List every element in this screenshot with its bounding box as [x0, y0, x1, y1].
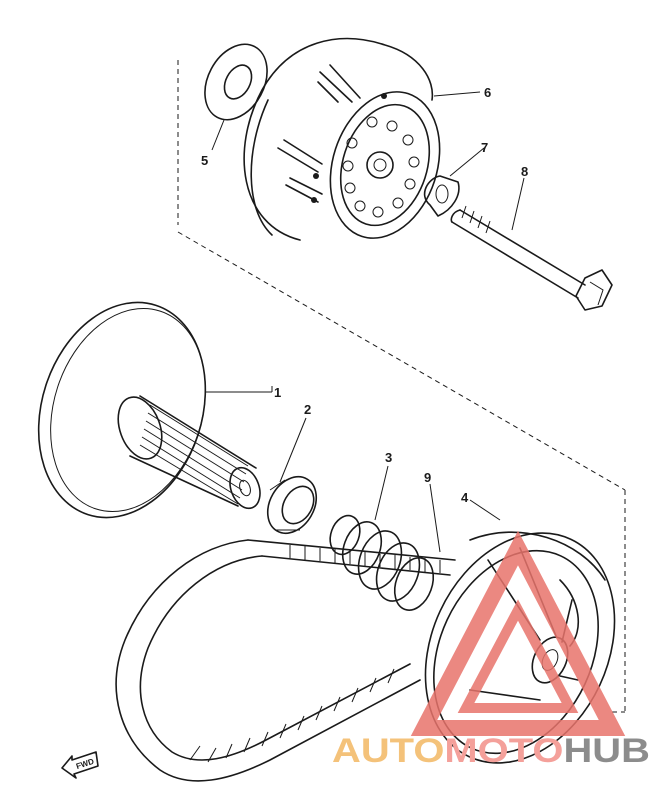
assembly-guide-lines — [177, 60, 626, 713]
callout-5: 5 — [201, 153, 208, 168]
v-belt-part — [115, 539, 456, 782]
callout-7: 7 — [481, 140, 488, 155]
leader-lines — [205, 91, 525, 553]
forward-label: FWD — [75, 757, 95, 771]
watermark-text-moto: MOTO — [444, 732, 563, 770]
callout-9: 9 — [424, 470, 431, 485]
callout-labels: 1 2 3 4 5 6 7 8 9 — [201, 85, 528, 505]
callout-2: 2 — [304, 402, 311, 417]
washer-part — [204, 43, 268, 121]
bolt-part — [450, 205, 613, 311]
watermark-logo — [410, 530, 626, 736]
callout-6: 6 — [484, 85, 491, 100]
watermark-triangle-icon — [410, 530, 626, 736]
forward-arrow-icon: FWD — [61, 751, 99, 779]
watermark-text-hub: HUB — [563, 732, 650, 770]
callout-8: 8 — [521, 164, 528, 179]
callout-1: 1 — [274, 385, 281, 400]
spring-part — [329, 514, 435, 611]
lock-washer-part — [423, 175, 460, 217]
watermark-text-auto: AUTO — [332, 732, 444, 770]
primary-sheave-part — [37, 301, 261, 519]
callout-3: 3 — [385, 450, 392, 465]
callout-4: 4 — [461, 490, 469, 505]
clutch-housing-part — [243, 37, 441, 241]
collar-part — [266, 475, 318, 535]
